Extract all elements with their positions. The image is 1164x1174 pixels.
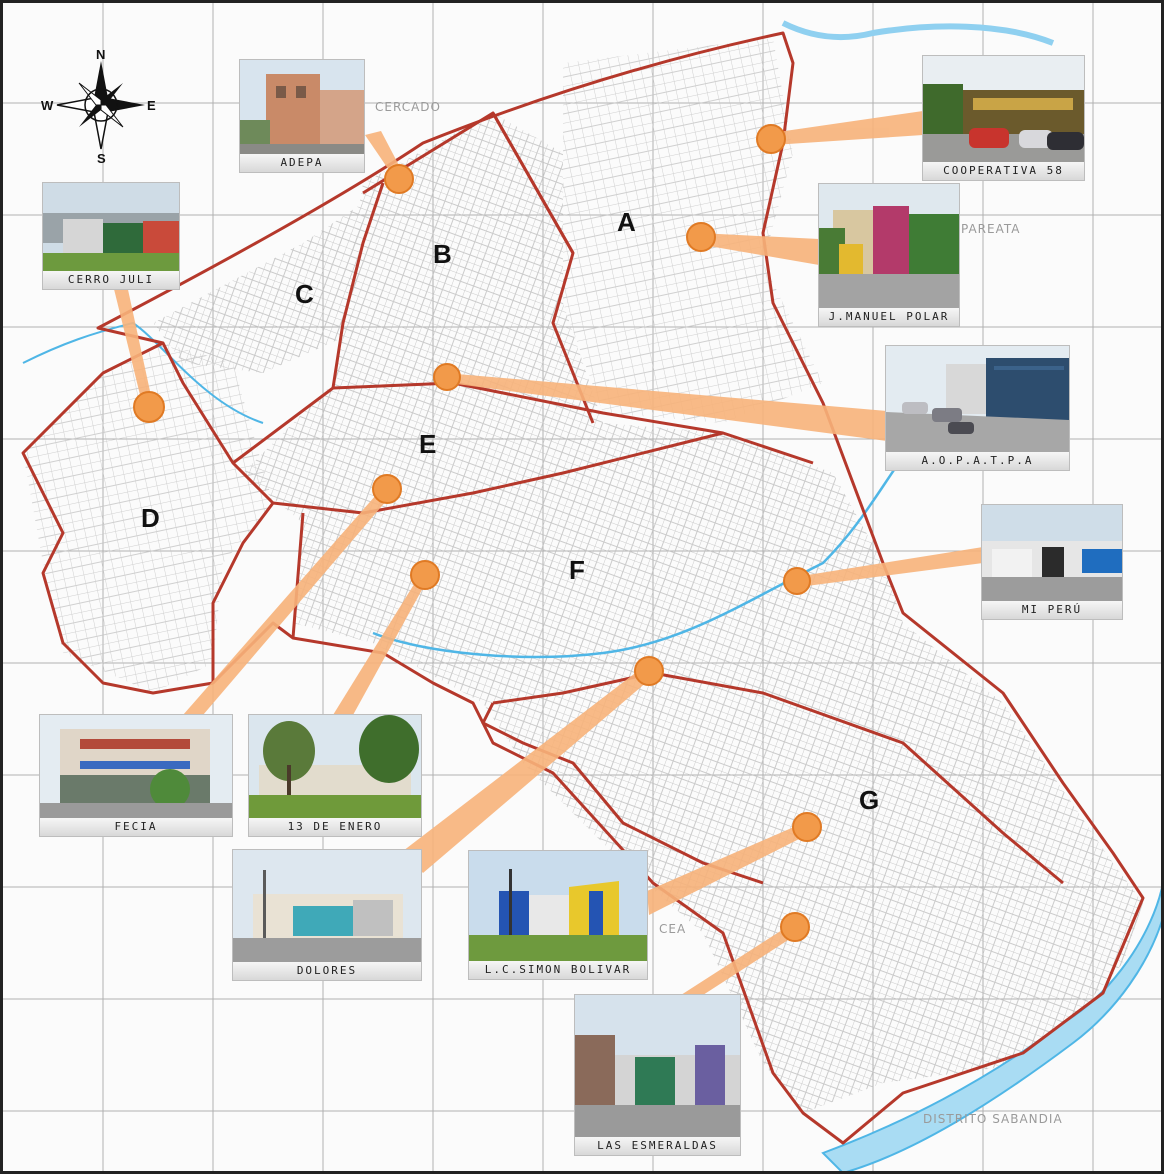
- zone-label-c: C: [295, 279, 314, 309]
- caption-esmeraldas: LAS ESMERALDAS: [575, 1137, 740, 1155]
- photo-card-miperu[interactable]: MI PERÚ: [982, 505, 1122, 619]
- photo-miperu: [982, 505, 1122, 601]
- district-map: CERCADO PAREATA CEA DISTRITO SABANDIA A …: [3, 3, 1161, 1171]
- photo-adepa: [240, 60, 364, 154]
- caption-adepa: ADEPA: [240, 154, 364, 172]
- compass-rose-icon: N S E W: [41, 47, 156, 166]
- marker-fecia[interactable]: [372, 474, 402, 504]
- photo-13enero: [249, 715, 421, 818]
- marker-aopatpa[interactable]: [433, 363, 461, 391]
- photo-card-cerrojuli[interactable]: CERRO JULI: [43, 183, 179, 289]
- zone-label-f: F: [569, 555, 585, 585]
- photo-jmanuel: [819, 184, 959, 308]
- photo-card-simon[interactable]: L.C.SIMON BOLIVAR: [469, 851, 647, 979]
- callout-esmeraldas: [681, 923, 799, 995]
- compass-north: N: [96, 47, 105, 62]
- boundary-e-top: [232, 381, 814, 465]
- photo-dolores: [233, 850, 421, 962]
- marker-cerrojuli[interactable]: [133, 391, 165, 423]
- photo-fecia: [40, 715, 232, 818]
- photo-card-esmeraldas[interactable]: LAS ESMERALDAS: [575, 995, 740, 1155]
- caption-simon: L.C.SIMON BOLIVAR: [469, 961, 647, 979]
- place-label-cercado: CERCADO: [375, 100, 441, 114]
- marker-jmanuel[interactable]: [686, 222, 716, 252]
- photo-card-fecia[interactable]: FECIA: [40, 715, 232, 836]
- zone-label-e: E: [419, 429, 436, 459]
- photo-simon: [469, 851, 647, 961]
- place-label-sabandia: DISTRITO SABANDIA: [923, 1112, 1063, 1126]
- zone-label-g: G: [859, 785, 879, 815]
- marker-simon[interactable]: [792, 812, 822, 842]
- callout-miperu: [795, 547, 983, 587]
- marker-esmeraldas[interactable]: [780, 912, 810, 942]
- boundary-d: [161, 342, 275, 683]
- zone-label-b: B: [433, 239, 452, 269]
- photo-card-jmanuel[interactable]: J.MANUEL POLAR: [819, 184, 959, 326]
- photo-cooperativa: [923, 56, 1084, 162]
- callout-simon: [647, 823, 811, 915]
- callout-jmanuel: [699, 233, 819, 265]
- zone-boundaries: [21, 31, 1145, 1145]
- caption-13enero: 13 DE ENERO: [249, 818, 421, 836]
- photo-cerrojuli: [43, 183, 179, 271]
- photo-callouts: [113, 111, 983, 995]
- boundary-f: [291, 512, 305, 639]
- callout-13enero: [333, 573, 429, 715]
- callout-dolores: [403, 667, 655, 873]
- compass-east: E: [147, 98, 156, 113]
- photo-card-dolores[interactable]: DOLORES: [233, 850, 421, 980]
- marker-cooperativa[interactable]: [756, 124, 786, 154]
- caption-fecia: FECIA: [40, 818, 232, 836]
- boundary-g-inner: [481, 702, 764, 885]
- caption-jmanuel: J.MANUEL POLAR: [819, 308, 959, 326]
- caption-cooperativa: COOPERATIVA 58: [923, 162, 1084, 180]
- callout-aopatpa: [445, 373, 887, 441]
- place-label-pareata: PAREATA: [961, 222, 1020, 236]
- marker-dolores[interactable]: [634, 656, 664, 686]
- zone-label-d: D: [141, 503, 160, 533]
- photo-esmeraldas: [575, 995, 740, 1137]
- photo-card-13enero[interactable]: 13 DE ENERO: [249, 715, 421, 836]
- marker-adepa[interactable]: [384, 164, 414, 194]
- callout-cooperativa: [771, 111, 923, 145]
- callout-cerrojuli: [113, 285, 153, 407]
- district-outline: [21, 31, 1145, 1145]
- boundary-ab: [491, 112, 575, 254]
- photo-aopatpa: [886, 346, 1069, 452]
- caption-dolores: DOLORES: [233, 962, 421, 980]
- caption-aopatpa: A.O.P.A.T.P.A: [886, 452, 1069, 470]
- location-markers: [133, 124, 822, 942]
- marker-miperu[interactable]: [783, 567, 811, 595]
- callout-fecia: [183, 487, 393, 715]
- boundary-c-b: [331, 182, 385, 389]
- marker-13enero[interactable]: [410, 560, 440, 590]
- caption-cerrojuli: CERRO JULI: [43, 271, 179, 289]
- compass-south: S: [97, 151, 106, 166]
- place-label-cea: CEA: [659, 922, 686, 936]
- photo-card-adepa[interactable]: ADEPA: [240, 60, 364, 172]
- compass-west: W: [41, 98, 54, 113]
- photo-card-cooperativa[interactable]: COOPERATIVA 58: [923, 56, 1084, 180]
- photo-card-aopatpa[interactable]: A.O.P.A.T.P.A: [886, 346, 1069, 470]
- boundary-g-top: [492, 671, 1064, 885]
- zone-label-a: A: [617, 207, 636, 237]
- boundary-e-bottom: [272, 431, 724, 515]
- caption-miperu: MI PERÚ: [982, 601, 1122, 619]
